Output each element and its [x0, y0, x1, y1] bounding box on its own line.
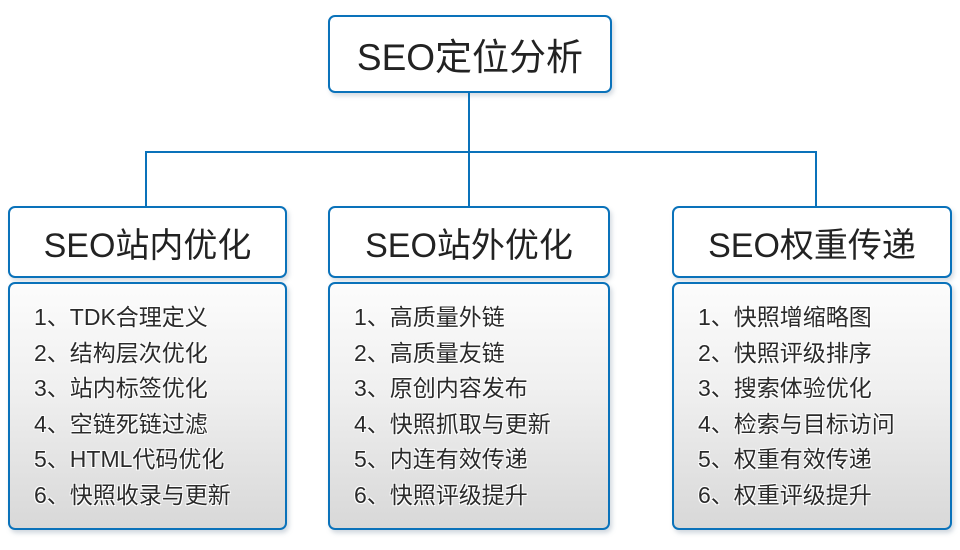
list-item: 6、快照收录与更新	[34, 481, 231, 508]
list-item: 1、高质量外链	[354, 304, 505, 330]
branch-list-weight-transfer: 1、快照增缩略图 2、快照评级排序 3、搜索体验优化 4、检索与目标访问 5、权…	[672, 282, 952, 530]
list-item: 4、快照抓取与更新	[354, 410, 551, 437]
list-item: 1、TDK合理定义	[34, 304, 208, 330]
connector-horizontal-bus	[145, 151, 817, 153]
connector-root-drop	[468, 93, 470, 151]
list-item: 1、快照增缩略图	[698, 304, 872, 330]
list-item: 2、快照评级排序	[698, 339, 872, 366]
list-item: 3、站内标签优化	[34, 375, 208, 401]
branch-header-offsite-optimization: SEO站外优化	[328, 206, 610, 278]
connector-right-drop	[815, 151, 817, 207]
root-node-seo-positioning: SEO定位分析	[328, 15, 612, 93]
list-item: 3、原创内容发布	[354, 375, 528, 401]
weight-item-list: 1、快照增缩略图 2、快照评级排序 3、搜索体验优化 4、检索与目标访问 5、权…	[698, 300, 950, 513]
connector-left-drop	[145, 151, 147, 207]
list-item: 6、快照评级提升	[354, 481, 528, 508]
list-item: 4、空链死链过滤	[34, 410, 208, 437]
list-item: 6、权重评级提升	[698, 481, 872, 508]
list-item: 5、内连有效传递	[354, 446, 528, 472]
list-item: 2、高质量友链	[354, 339, 505, 366]
list-item: 2、结构层次优化	[34, 339, 208, 366]
branch-header-weight-transfer: SEO权重传递	[672, 206, 952, 278]
list-item: 4、检索与目标访问	[698, 410, 895, 437]
branch-list-offsite-optimization: 1、高质量外链 2、高质量友链 3、原创内容发布 4、快照抓取与更新 5、内连有…	[328, 282, 610, 530]
connector-middle-drop	[468, 151, 470, 207]
onsite-item-list: 1、TDK合理定义 2、结构层次优化 3、站内标签优化 4、空链死链过滤 5、H…	[34, 300, 285, 513]
offsite-item-list: 1、高质量外链 2、高质量友链 3、原创内容发布 4、快照抓取与更新 5、内连有…	[354, 300, 608, 513]
list-item: 3、搜索体验优化	[698, 375, 872, 401]
list-item: 5、权重有效传递	[698, 446, 872, 472]
branch-list-onsite-optimization: 1、TDK合理定义 2、结构层次优化 3、站内标签优化 4、空链死链过滤 5、H…	[8, 282, 287, 530]
list-item: 5、HTML代码优化	[34, 446, 225, 472]
branch-header-onsite-optimization: SEO站内优化	[8, 206, 287, 278]
